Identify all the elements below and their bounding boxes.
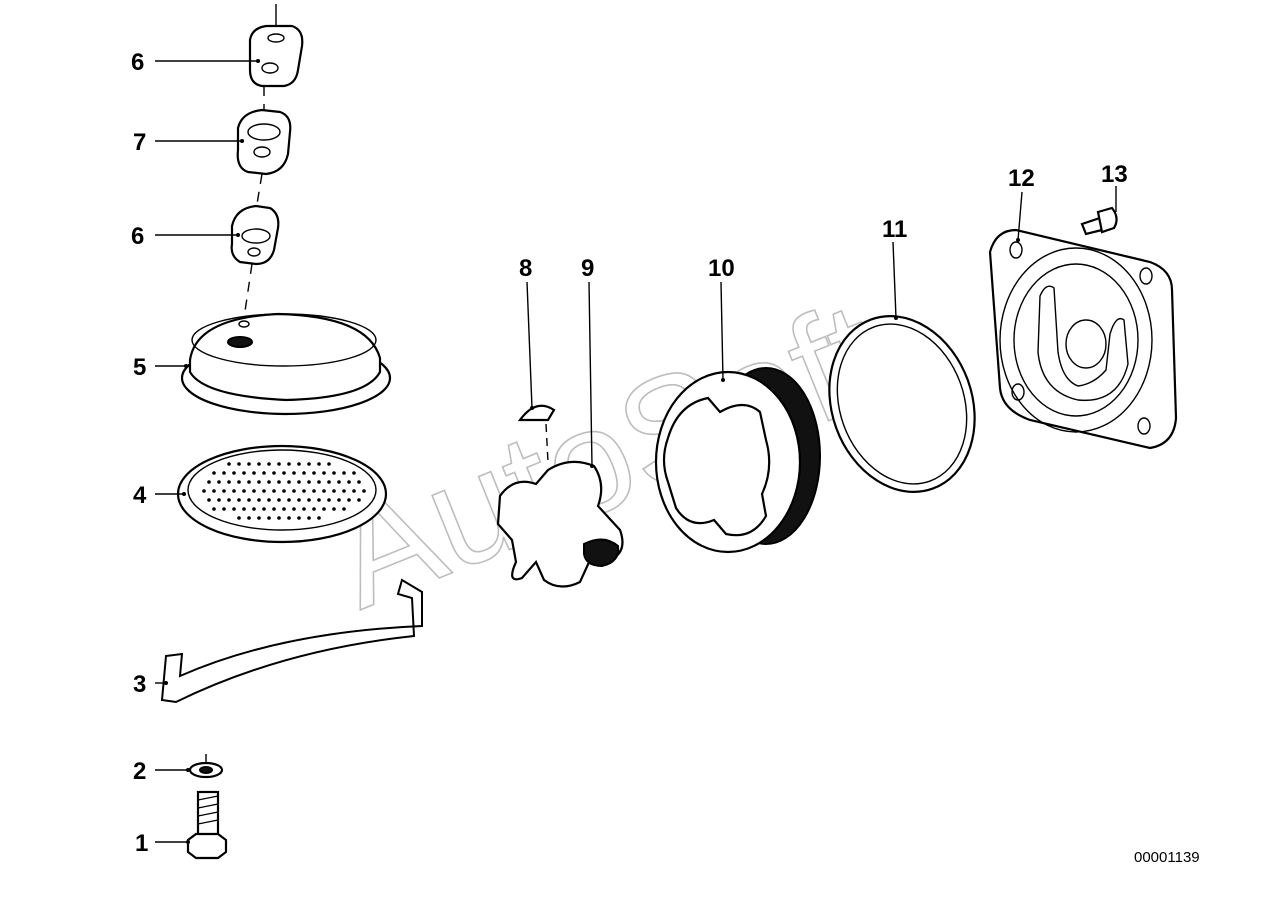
callout-6-lower: 6 <box>131 223 144 250</box>
strainer-cover <box>180 312 392 416</box>
callout-6-upper: 6 <box>131 49 144 76</box>
callout-7: 7 <box>133 129 146 156</box>
spacer-lower <box>230 204 280 319</box>
leader-lines <box>155 59 1117 844</box>
pump-cover <box>988 228 1178 450</box>
washer <box>188 754 224 779</box>
bolt <box>186 790 228 860</box>
callout-labels: 6 7 6 5 4 3 2 1 8 9 10 11 12 13 <box>131 49 1128 857</box>
callout-5: 5 <box>133 354 146 381</box>
o-ring <box>828 315 976 493</box>
inner-rotor <box>496 460 624 588</box>
strainer-screen <box>176 444 388 544</box>
drawing-number: 00001139 <box>1134 849 1200 866</box>
callout-3: 3 <box>133 671 146 698</box>
woodruff-key <box>517 404 556 463</box>
callout-11: 11 <box>882 216 907 243</box>
screw <box>1080 206 1118 236</box>
bracket <box>236 108 292 211</box>
callout-13: 13 <box>1101 161 1128 188</box>
callout-12: 12 <box>1008 165 1035 192</box>
callout-8: 8 <box>519 255 532 282</box>
callout-4: 4 <box>133 482 147 509</box>
retaining-clip <box>160 578 423 704</box>
callout-9: 9 <box>581 255 594 282</box>
callout-1: 1 <box>135 830 148 857</box>
callout-2: 2 <box>133 758 146 785</box>
callout-10: 10 <box>708 255 735 282</box>
outer-rotor <box>654 367 821 554</box>
